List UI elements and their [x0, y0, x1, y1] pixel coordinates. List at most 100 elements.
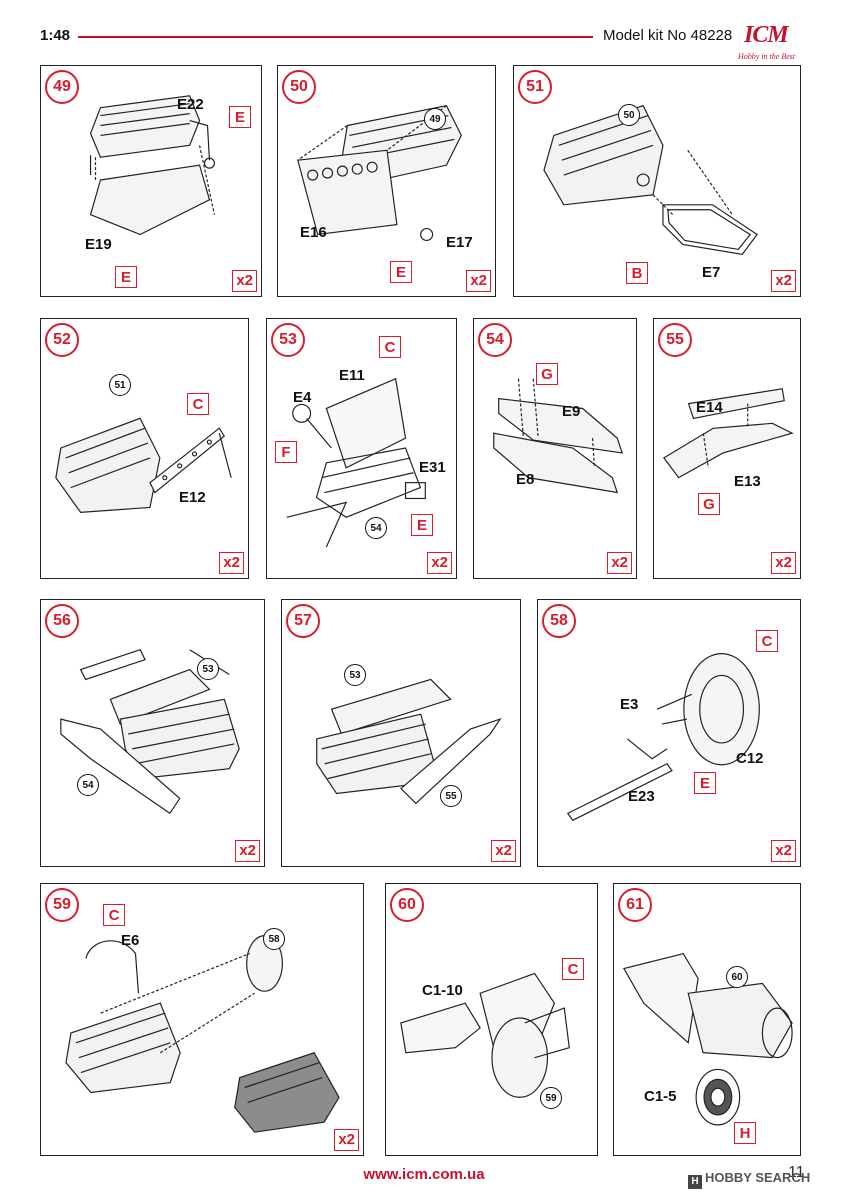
- step-number: 58: [542, 604, 576, 638]
- step-reference: 55: [440, 785, 462, 807]
- step-52-panel: 52 51 C E12 x2: [40, 318, 249, 579]
- part-label: C1-5: [644, 1088, 677, 1105]
- quantity-badge: x2: [771, 270, 796, 292]
- step-number: 52: [45, 323, 79, 357]
- step-reference: 50: [618, 104, 640, 126]
- part-label: E31: [419, 459, 446, 476]
- step-56-panel: 56 53 54 x2: [40, 599, 265, 867]
- icm-logo: ICM Hobby in the Best: [736, 22, 818, 64]
- step-reference: 54: [77, 774, 99, 796]
- part-label: E12: [179, 489, 206, 506]
- part-label: E3: [620, 696, 639, 713]
- step-reference: 59: [540, 1087, 562, 1109]
- part-label: E22: [177, 96, 204, 113]
- color-code: B: [626, 262, 648, 284]
- watermark-logo-icon: H: [688, 1175, 702, 1189]
- part-label: E9: [562, 403, 581, 420]
- part-label: E23: [628, 788, 655, 805]
- color-code: C: [187, 393, 209, 415]
- quantity-badge: x2: [771, 552, 796, 574]
- part-label: C12: [736, 750, 764, 767]
- part-label: E7: [702, 264, 721, 281]
- step-number: 50: [282, 70, 316, 104]
- step-59-illustration: [65, 935, 340, 1133]
- color-code: C: [756, 630, 778, 652]
- step-51-illustration: [543, 104, 758, 256]
- step-number: 59: [45, 888, 79, 922]
- step-53-panel: 53 C E11 E4 F E31 E 54 x2: [266, 318, 457, 579]
- step-number: 61: [618, 888, 652, 922]
- step-number: 60: [390, 888, 424, 922]
- part-label: E17: [446, 234, 473, 251]
- color-code: C: [562, 958, 584, 980]
- part-label: E14: [696, 399, 723, 416]
- step-60-panel: 60 C C1-10 59: [385, 883, 598, 1156]
- step-reference: 58: [263, 928, 285, 950]
- step-55-panel: 55 E14 E13 G x2: [653, 318, 801, 579]
- step-number: 57: [286, 604, 320, 638]
- quantity-badge: x2: [334, 1129, 359, 1151]
- step-reference: 53: [197, 658, 219, 680]
- part-label: E8: [516, 471, 535, 488]
- step-number: 51: [518, 70, 552, 104]
- quantity-badge: x2: [427, 552, 452, 574]
- step-number: 54: [478, 323, 512, 357]
- quantity-badge: x2: [607, 552, 632, 574]
- step-54-illustration: [493, 378, 624, 494]
- header-rule: [78, 36, 593, 38]
- step-51-panel: 51 50 B E7 x2: [513, 65, 801, 297]
- color-code: C: [103, 904, 125, 926]
- part-label: E11: [339, 367, 365, 384]
- step-number: 56: [45, 604, 79, 638]
- quantity-badge: x2: [232, 270, 257, 292]
- kit-number: Model kit No 48228: [603, 27, 733, 44]
- step-reference: 49: [424, 108, 446, 130]
- part-label: E13: [734, 473, 761, 490]
- step-49-illustration: [89, 95, 216, 236]
- quantity-badge: x2: [491, 840, 516, 862]
- step-reference: 53: [344, 664, 366, 686]
- step-61-panel: 61 60 C1-5 H: [613, 883, 801, 1156]
- color-code: E: [411, 514, 433, 536]
- step-60-illustration: [400, 972, 570, 1098]
- step-reference: 60: [726, 966, 748, 988]
- watermark-text: HOBBY SEARCH: [705, 1170, 811, 1185]
- scale-label: 1:48: [40, 27, 71, 44]
- step-61-illustration: [622, 953, 793, 1126]
- color-code: G: [536, 363, 558, 385]
- step-56-illustration: [60, 649, 240, 815]
- step-52-illustration: [55, 417, 232, 513]
- step-58-panel: 58 C E3 C12 E E23 x2: [537, 599, 801, 867]
- part-label: E19: [85, 236, 112, 253]
- part-label: E16: [300, 224, 327, 241]
- step-55-illustration: [662, 388, 794, 479]
- step-58-illustration: [566, 653, 760, 822]
- color-code: C: [379, 336, 401, 358]
- step-50-illustration: [297, 105, 462, 242]
- part-label: E4: [293, 389, 312, 406]
- quantity-badge: x2: [771, 840, 796, 862]
- part-label: C1-10: [422, 982, 463, 999]
- step-57-illustration: [316, 678, 502, 805]
- step-59-panel: 59 C E6 58 x2: [40, 883, 364, 1156]
- quantity-badge: x2: [466, 270, 491, 292]
- color-code: G: [698, 493, 720, 515]
- step-number: 53: [271, 323, 305, 357]
- step-57-panel: 57 53 55 x2: [281, 599, 521, 867]
- logo-wordmark: ICM: [744, 22, 789, 48]
- color-code: H: [734, 1122, 756, 1144]
- page-number: 11: [788, 1164, 805, 1181]
- logo-tagline: Hobby in the Best: [738, 52, 796, 61]
- color-code: F: [275, 441, 297, 463]
- step-53-illustration: [286, 377, 426, 548]
- step-50-panel: 50 49 E16 E17 E x2: [277, 65, 496, 297]
- color-code: E: [694, 772, 716, 794]
- step-number: 55: [658, 323, 692, 357]
- color-code: E: [115, 266, 137, 288]
- color-code: E: [229, 106, 251, 128]
- quantity-badge: x2: [235, 840, 260, 862]
- step-reference: 54: [365, 517, 387, 539]
- color-code: E: [390, 261, 412, 283]
- quantity-badge: x2: [219, 552, 244, 574]
